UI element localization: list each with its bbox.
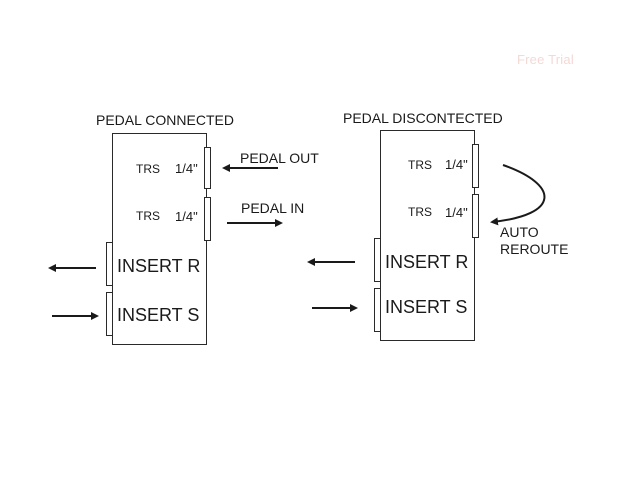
right-insert-r: INSERT R <box>385 252 469 272</box>
right-jack-tab-2 <box>472 194 479 238</box>
right-unit-box <box>380 130 475 341</box>
left-jack-2-type: TRS <box>136 209 160 223</box>
left-insert-tab-s <box>106 292 113 336</box>
left-jack-2-size: 1/4" <box>175 209 198 224</box>
left-jack-1-size: 1/4" <box>175 161 198 176</box>
left-insert-tab-r <box>106 242 113 286</box>
right-insert-tab-s <box>374 288 381 332</box>
right-title: PEDAL DISCONTECTED <box>343 110 503 126</box>
left-insert-r: INSERT R <box>117 256 201 276</box>
pedal-in-label: PEDAL IN <box>241 200 305 216</box>
right-insert-s: INSERT S <box>385 297 468 317</box>
right-jack-tab-1 <box>472 144 479 188</box>
left-jack-tab-2 <box>204 197 211 241</box>
auto-reroute-line1: AUTO <box>500 224 539 240</box>
right-jack-2-type: TRS <box>408 205 432 219</box>
left-jack-1-type: TRS <box>136 162 160 176</box>
watermark: Free Trial <box>517 52 574 67</box>
left-title: PEDAL CONNECTED <box>96 112 234 128</box>
right-jack-1-size: 1/4" <box>445 157 468 172</box>
left-jack-tab-1 <box>204 147 211 189</box>
auto-reroute-line2: REROUTE <box>500 241 569 257</box>
right-insert-tab-r <box>374 238 381 282</box>
left-insert-s: INSERT S <box>117 305 200 325</box>
right-jack-1-type: TRS <box>408 158 432 172</box>
right-jack-2-size: 1/4" <box>445 205 468 220</box>
curved-arrow-icon <box>490 164 546 226</box>
pedal-out-label: PEDAL OUT <box>240 150 319 166</box>
